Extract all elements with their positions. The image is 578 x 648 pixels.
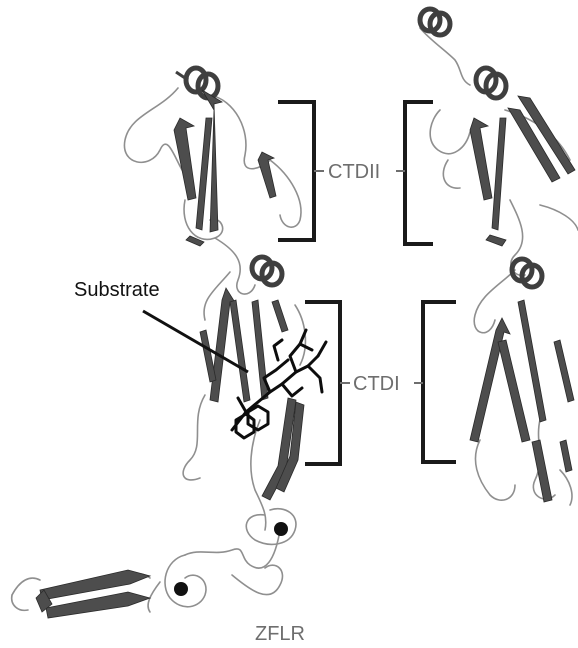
zflr-label: ZFLR (255, 623, 305, 645)
ctd1-bracket-left (305, 302, 340, 464)
substrate-label: Substrate (74, 279, 160, 301)
zinc-ion-2 (174, 582, 188, 596)
zinc-ion-1 (274, 522, 288, 536)
left-ctd2-helix (176, 68, 218, 98)
ctd2-label: CTDII (328, 161, 380, 183)
ctd1-bracket-right (423, 302, 456, 462)
zflr-strands (36, 570, 150, 618)
right-strands (470, 96, 575, 502)
left-structure (12, 68, 326, 618)
ctd2-bracket-right (405, 102, 433, 244)
left-ctd1-helix (252, 257, 282, 285)
ctd2-bracket-left (278, 102, 314, 240)
left-ctd2-strands (174, 90, 276, 246)
ctd1-label: CTDI (353, 373, 400, 395)
right-structure (420, 9, 578, 505)
